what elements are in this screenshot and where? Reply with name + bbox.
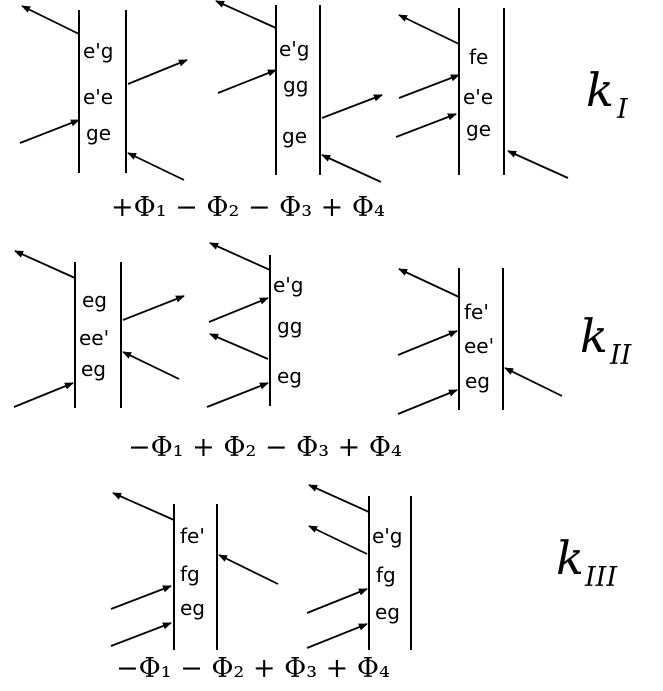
- interaction-arrow: [110, 622, 172, 647]
- interaction-arrow: [306, 588, 368, 614]
- interaction-arrow: [14, 250, 76, 279]
- interaction-arrow: [13, 382, 74, 408]
- interaction-arrow: [122, 295, 185, 321]
- interaction-arrow: [112, 492, 175, 521]
- interaction-arrow: [504, 367, 563, 397]
- interaction-arrow: [308, 484, 370, 513]
- k-label: k II: [580, 309, 633, 371]
- state-label: fg: [180, 562, 200, 586]
- state-label: gg: [277, 314, 302, 338]
- state-label: e'g: [273, 273, 304, 297]
- interaction-arrow: [507, 150, 569, 179]
- k-label: k I: [586, 63, 629, 125]
- interaction-arrow: [218, 554, 279, 585]
- state-label: eg: [277, 364, 302, 388]
- interaction-arrow: [398, 268, 460, 298]
- interaction-arrow: [397, 330, 458, 356]
- interaction-arrow: [308, 525, 368, 555]
- diagram-k-I-2: e'g gg ge: [215, 0, 383, 183]
- state-label: ge: [466, 117, 491, 141]
- state-label: e'g: [372, 524, 403, 548]
- interaction-arrow: [217, 69, 277, 94]
- diagram-k-III-1: fe' fg eg: [110, 492, 279, 650]
- state-label: eg: [81, 357, 106, 381]
- diagram-k-II-1: eg ee' eg: [13, 250, 185, 408]
- state-label: eg: [180, 596, 205, 620]
- state-label: ee': [79, 326, 109, 350]
- interaction-arrow: [398, 14, 460, 45]
- state-label: fe': [180, 524, 205, 548]
- interaction-arrow: [19, 119, 80, 144]
- state-label: e'e: [463, 85, 493, 109]
- diagram-k-I-3: fe e'e ge: [395, 8, 569, 179]
- phase-formula: −Φ₁ − Φ₂ + Φ₃ + Φ₄: [116, 653, 390, 684]
- interaction-arrow: [321, 154, 382, 183]
- interaction-arrow: [209, 333, 269, 360]
- row-k-II: eg ee' eg e'g gg eg fe' ee' eg: [13, 242, 633, 463]
- k-label-sub: II: [609, 340, 633, 371]
- interaction-arrow: [215, 0, 277, 29]
- interaction-arrow: [208, 297, 269, 323]
- state-label: ge: [86, 121, 111, 145]
- interaction-arrow: [209, 242, 271, 271]
- state-label: e'g: [83, 39, 114, 63]
- k-label-sub: III: [584, 562, 618, 593]
- state-label: eg: [82, 288, 107, 312]
- state-label: e'e: [83, 85, 113, 109]
- interaction-arrow: [206, 382, 269, 408]
- phase-formula: −Φ₁ + Φ₂ − Φ₃ + Φ₄: [128, 432, 402, 463]
- k-label-main: k: [586, 63, 614, 117]
- interaction-arrow: [398, 74, 460, 99]
- interaction-arrow: [122, 351, 180, 380]
- interaction-arrow: [127, 152, 185, 181]
- diagram-k-I-1: e'g e'e ge: [19, 5, 188, 181]
- k-label-main: k: [580, 309, 608, 363]
- state-label: eg: [375, 600, 400, 624]
- row-k-III: fe' fg eg e'g fg eg −Φ₁ − Φ₂ + Φ₃ + Φ₄ k…: [110, 484, 618, 684]
- row-k-I: e'g e'e ge e'g gg ge fe e'e ge: [19, 0, 629, 223]
- interaction-arrow: [395, 113, 457, 138]
- state-label: gg: [283, 73, 308, 97]
- state-label: e'g: [279, 37, 310, 61]
- state-label: fe: [469, 45, 488, 69]
- diagram-k-II-2: e'g gg eg: [206, 242, 304, 408]
- interaction-arrow: [306, 623, 368, 649]
- k-label: k III: [556, 531, 618, 593]
- state-label: eg: [465, 369, 490, 393]
- state-label: ee': [464, 334, 494, 358]
- diagram-k-III-2: e'g fg eg: [306, 484, 412, 650]
- state-label: fg: [376, 563, 396, 587]
- interaction-arrow: [127, 59, 188, 85]
- interaction-arrow: [110, 585, 172, 610]
- diagram-k-II-3: fe' ee' eg: [397, 268, 563, 415]
- interaction-arrow: [321, 94, 383, 119]
- state-label: fe': [464, 300, 489, 324]
- interaction-arrow: [21, 5, 80, 35]
- phase-formula: +Φ₁ − Φ₂ − Φ₃ + Φ₄: [111, 192, 385, 223]
- k-label-main: k: [556, 531, 584, 585]
- interaction-arrow: [397, 389, 458, 415]
- k-label-sub: I: [616, 94, 629, 125]
- state-label: ge: [282, 124, 307, 148]
